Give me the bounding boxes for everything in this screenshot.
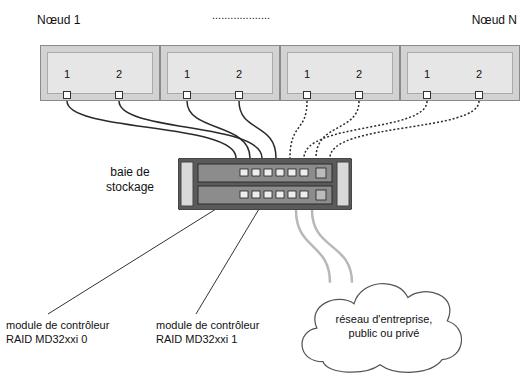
callout-label: module de contrôleur RAID MD32xxi 1	[156, 318, 266, 346]
port-number: 2	[112, 68, 126, 80]
port-number: 2	[472, 68, 486, 80]
node-heading: Nœud 1	[37, 13, 80, 27]
port-number: 1	[60, 68, 74, 80]
server-panel	[287, 52, 393, 94]
management-port	[316, 190, 326, 200]
ethernet-port	[252, 169, 260, 176]
network-port	[355, 91, 363, 99]
node-heading: baie de stockage	[90, 165, 170, 195]
ethernet-port	[300, 169, 308, 176]
leader-line	[196, 204, 262, 314]
node-heading: Nœud N	[472, 13, 517, 27]
server-box: Nœud N12	[400, 45, 520, 101]
chassis-ear	[181, 162, 193, 206]
network-port	[303, 91, 311, 99]
leader-line	[48, 199, 232, 314]
network-cloud: réseau d'entreprise, public ou privé	[292, 270, 468, 376]
server-box: 12	[160, 45, 280, 101]
network-port	[235, 91, 243, 99]
cable	[304, 101, 427, 158]
network-port	[63, 91, 71, 99]
server-panel	[47, 52, 153, 94]
server-panel	[407, 52, 513, 94]
ethernet-port	[300, 191, 308, 198]
network-port	[475, 91, 483, 99]
storage-array: baie de stockage	[178, 158, 352, 210]
callout-label: module de contrôleur RAID MD32xxi 0	[6, 318, 116, 346]
port-number: 1	[420, 68, 434, 80]
cable	[239, 101, 276, 158]
ethernet-port	[240, 169, 248, 176]
raid-controller-module	[198, 186, 332, 204]
port-number: 2	[232, 68, 246, 80]
raid-controller-module	[198, 164, 332, 182]
cable	[290, 101, 307, 158]
cable	[312, 210, 352, 283]
ethernet-port	[276, 191, 284, 198]
port-number: 2	[352, 68, 366, 80]
chassis-body	[178, 158, 352, 210]
ethernet-port	[252, 191, 260, 198]
server-panel	[167, 52, 273, 94]
chassis-ear	[337, 162, 349, 206]
network-port	[183, 91, 191, 99]
server-box: Nœud 112	[40, 45, 160, 101]
ethernet-port	[240, 191, 248, 198]
ethernet-port	[288, 169, 296, 176]
management-port	[316, 168, 326, 178]
cloud-label: réseau d'entreprise, public ou privé	[328, 312, 440, 340]
ellipsis: ...................	[212, 8, 270, 22]
port-number: 1	[180, 68, 194, 80]
ethernet-port	[276, 169, 284, 176]
ethernet-port	[264, 191, 272, 198]
ethernet-port	[288, 191, 296, 198]
cloud-shape	[302, 284, 461, 373]
network-port	[423, 91, 431, 99]
storage-chassis	[178, 158, 352, 210]
network-port	[115, 91, 123, 99]
cable	[330, 101, 479, 158]
ethernet-port	[264, 169, 272, 176]
port-number: 1	[300, 68, 314, 80]
cable	[316, 101, 359, 158]
server-box: 12	[280, 45, 400, 101]
cable	[67, 101, 236, 158]
